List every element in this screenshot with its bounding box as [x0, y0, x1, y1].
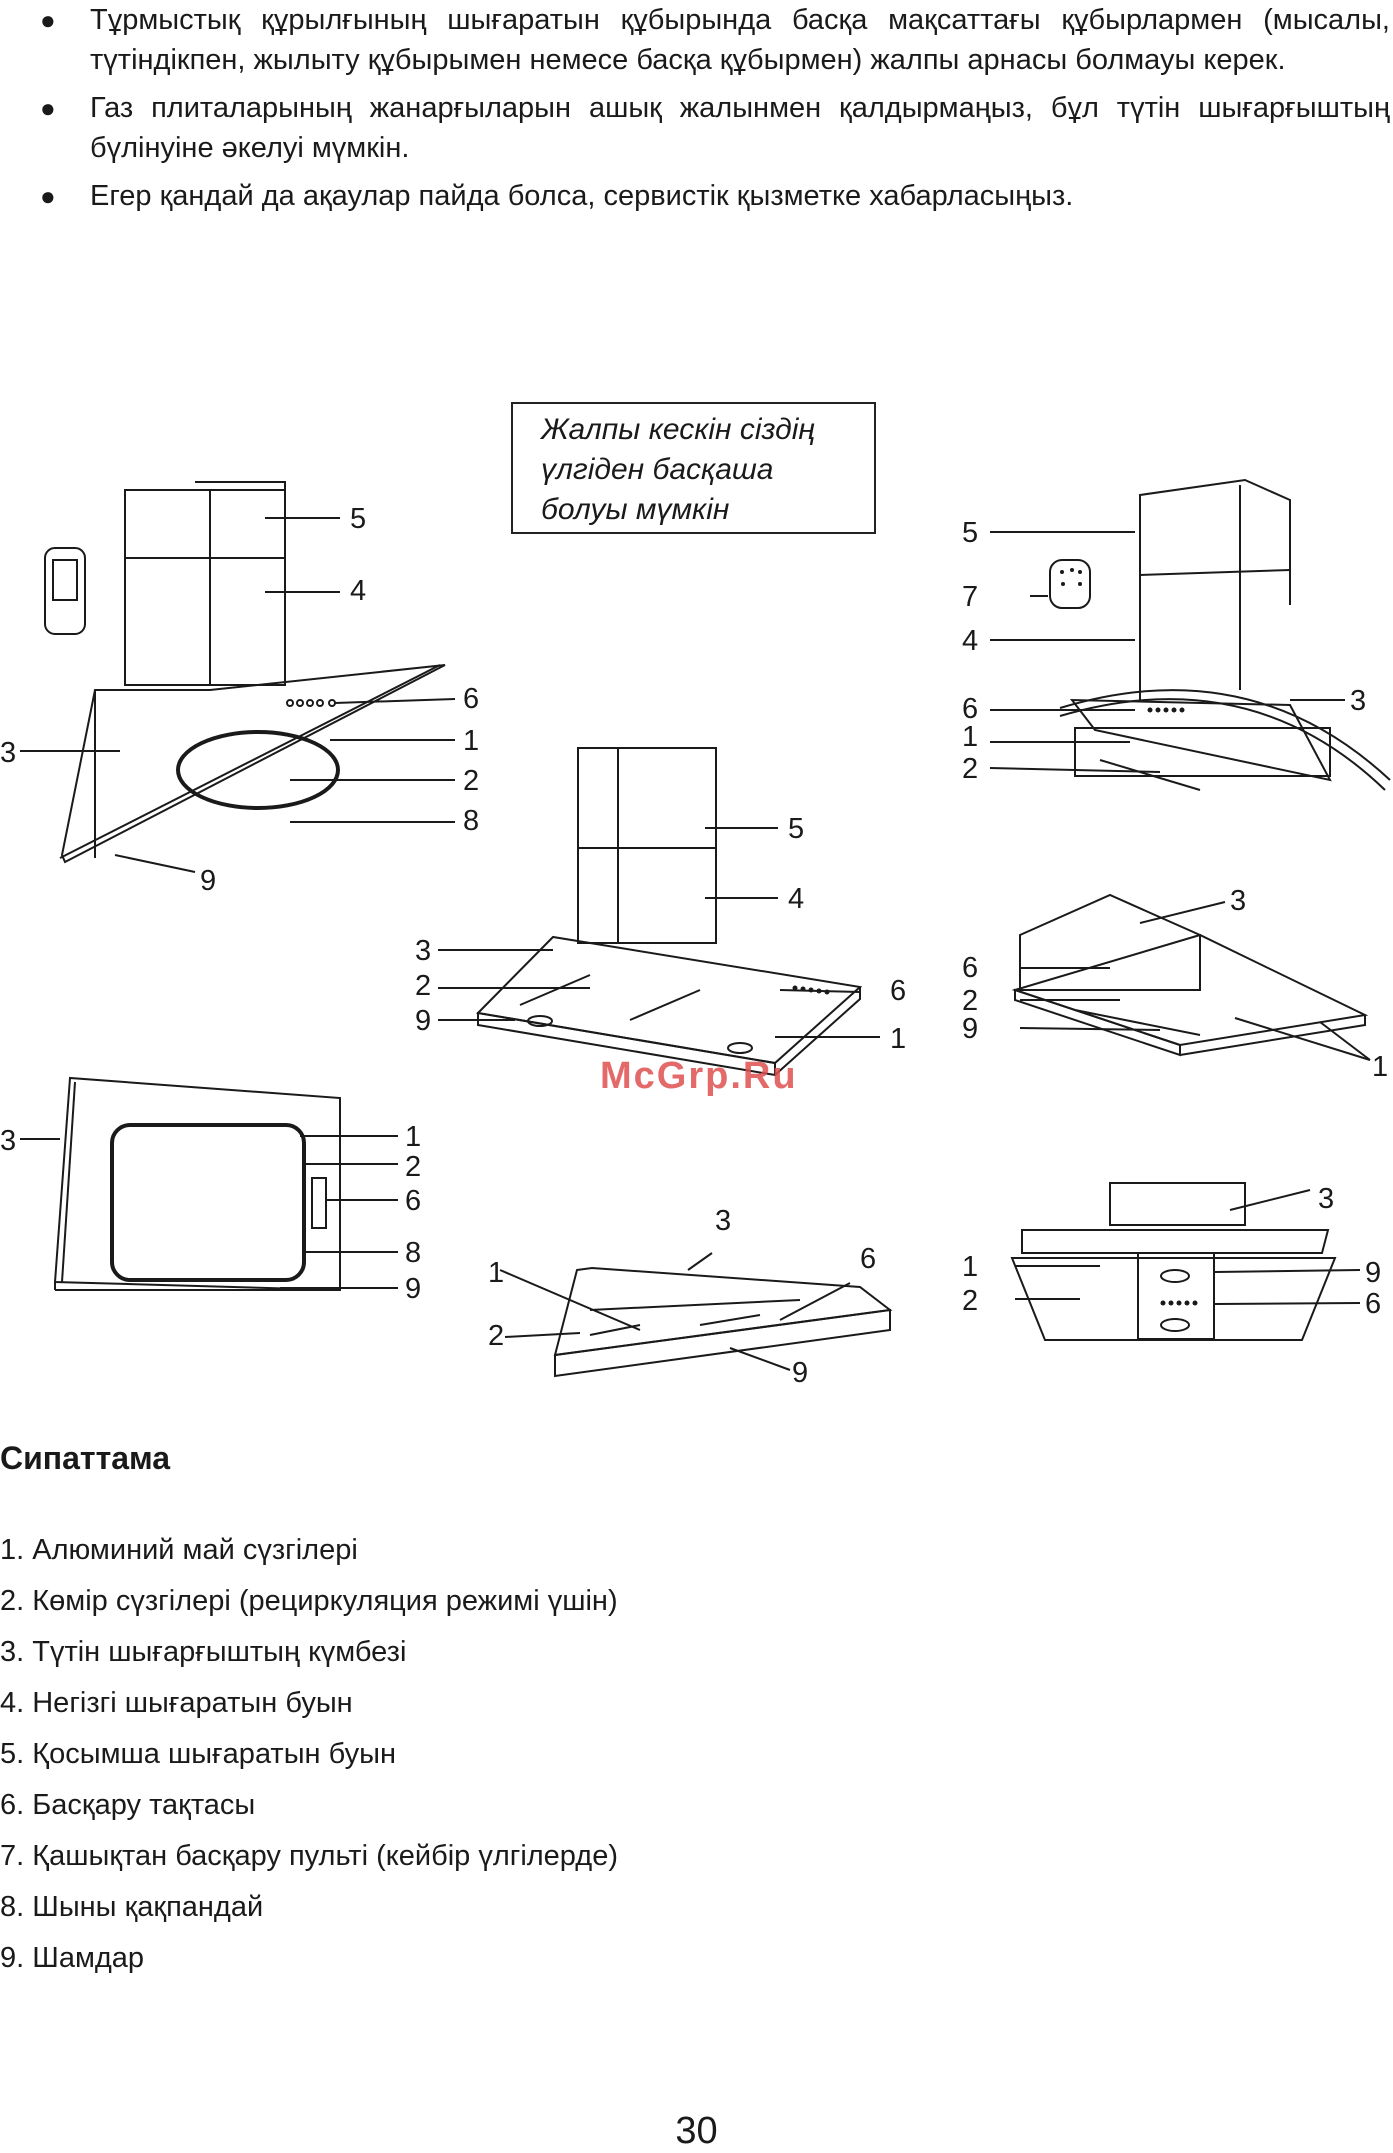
callout-label: 6	[962, 952, 978, 984]
hood-under-cabinet	[499, 1252, 893, 1378]
bullet-dot: ●	[40, 93, 56, 123]
bullet-list: ● Тұрмыстық құрылғының шығаратын құбырынд…	[0, 0, 1390, 224]
bullet-dot: ●	[40, 5, 56, 35]
hood-angled-glass	[20, 481, 456, 873]
hood-t-shape	[1010, 1182, 1361, 1341]
callout-label: 6	[962, 693, 978, 725]
callout-label: 3	[1318, 1183, 1334, 1215]
callout-label: 5	[350, 503, 366, 535]
callout-label: 3	[415, 935, 431, 967]
callout-label: 1	[405, 1121, 421, 1153]
bullet-text: Газ плиталарының жанарғыларын ашық жалын…	[90, 92, 1390, 164]
bullet-item: ● Тұрмыстық құрылғының шығаратын құбырынд…	[0, 0, 1390, 80]
callout-label: 2	[488, 1320, 504, 1352]
callout-label: 6	[860, 1243, 876, 1275]
section-heading: Сипаттама	[0, 1440, 171, 1476]
callout-label: 2	[962, 1285, 978, 1317]
list-item: 3. Түтін шығарғыштың күмбезі	[0, 1636, 407, 1668]
callout-label: 9	[415, 1005, 431, 1037]
hood-slim-wall	[1011, 893, 1371, 1061]
callout-label: 6	[1365, 1288, 1381, 1320]
list-item: 4. Негізгі шығаратын буын	[0, 1687, 353, 1719]
callout-label: 6	[405, 1185, 421, 1217]
list-item: 2. Көмір сүзгілері (рециркуляция режимі …	[0, 1585, 618, 1617]
callout-label: 1	[463, 725, 479, 757]
hood-box-chimney	[438, 747, 880, 1077]
callout-label: 9	[962, 1013, 978, 1045]
list-item: 5. Қосымша шығаратын буын	[0, 1738, 396, 1770]
hood-vertical-glass	[20, 1076, 398, 1292]
callout-label: 4	[788, 883, 804, 915]
bullet-text: Тұрмыстық құрылғының шығаратын құбырында…	[90, 4, 1390, 76]
callout-label: 3	[1230, 885, 1246, 917]
remote-buttons	[792, 568, 1198, 1306]
callout-label: 9	[405, 1273, 421, 1305]
callout-label: 4	[350, 575, 366, 607]
callout-label: 4	[962, 625, 978, 657]
callout-label: 2	[962, 753, 978, 785]
watermark: McGrp.Ru	[600, 1055, 798, 1097]
callout-label: 9	[200, 865, 216, 897]
list-item: 7. Қашықтан басқару пульті (кейбір үлгіл…	[0, 1840, 618, 1872]
list-item: 6. Басқару тақтасы	[0, 1789, 256, 1821]
callout-label: 1	[962, 721, 978, 753]
bullet-text: Егер қандай да ақаулар пайда болса, серв…	[90, 180, 1074, 212]
callout-label: 8	[463, 805, 479, 837]
callout-label: 3	[0, 1125, 16, 1157]
callout-label: 6	[463, 683, 479, 715]
note-box: Жалпы кескін сіздің үлгіден басқаша болу…	[511, 402, 876, 534]
callout-label: 9	[1365, 1257, 1381, 1289]
list-item: 9. Шамдар	[0, 1942, 145, 1974]
callout-label: 5	[962, 517, 978, 549]
callout-label: 5	[788, 813, 804, 845]
page-number: 30	[675, 2110, 718, 2152]
note-line: болуы мүмкін	[541, 493, 730, 526]
callout-label: 1	[890, 1023, 906, 1055]
callout-label: 1	[1372, 1051, 1388, 1083]
bullet-item: ● Егер қандай да ақаулар пайда болса, сер…	[0, 176, 1390, 216]
callout-label: 2	[463, 765, 479, 797]
callout-label: 9	[792, 1357, 808, 1389]
callout-label: 2	[415, 970, 431, 1002]
hood-curved-glass	[989, 478, 1391, 791]
callout-label: 3	[1350, 685, 1366, 717]
callout-label: 3	[0, 737, 16, 769]
bullet-item: ● Газ плиталарының жанарғыларын ашық жалы…	[0, 88, 1390, 168]
callout-label: 7	[962, 581, 978, 613]
callout-label: 2	[962, 985, 978, 1017]
callout-label: 6	[890, 975, 906, 1007]
callout-label: 3	[715, 1205, 731, 1237]
callout-label: 1	[962, 1251, 978, 1283]
hood-diagrams: 5 4 3 6 1 2 8 9 5 4 3 2 9 6 1 5 7 4 6 1 …	[0, 478, 1391, 1389]
note-line: Жалпы кескін сіздің	[541, 413, 815, 446]
list-item: 1. Алюминий май сүзгілері	[0, 1534, 358, 1566]
callout-label: 2	[405, 1151, 421, 1183]
note-line: үлгіден басқаша	[541, 453, 774, 486]
bullet-dot: ●	[40, 181, 56, 211]
callout-label: 8	[405, 1237, 421, 1269]
callout-label: 1	[488, 1257, 504, 1289]
list-item: 8. Шыны қақпандай	[0, 1891, 264, 1923]
parts-list: 1. Алюминий май сүзгілері 2. Көмір сүзгі…	[0, 1525, 618, 1984]
